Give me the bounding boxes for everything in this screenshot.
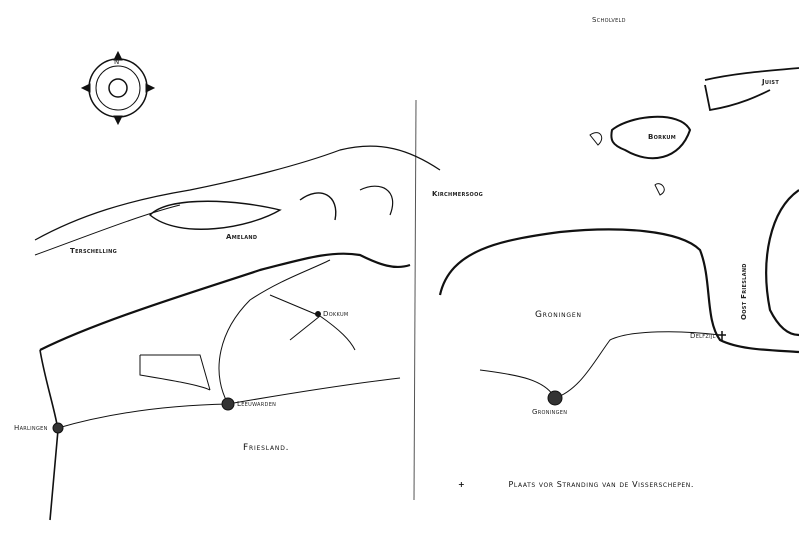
compass-north-label: N — [114, 58, 120, 66]
label-leeuwarden: Leeuwarden — [237, 400, 277, 408]
leeuwarden-marker — [221, 397, 235, 411]
label-terschelling: Terschelling — [70, 247, 118, 255]
label-oost-friesland: Oost Friesland — [740, 263, 748, 320]
page-fold — [413, 99, 417, 501]
label-ameland: Ameland — [226, 233, 258, 241]
juist-island — [704, 67, 799, 112]
legend-symbol: + — [458, 480, 466, 489]
dokkum-marker — [315, 311, 321, 317]
label-dokkum: Dokkum — [323, 310, 349, 318]
label-delfzijl: Delfzijl — [690, 332, 716, 340]
label-groningen-city: Groningen — [532, 408, 568, 416]
label-borkum: Borkum — [648, 133, 677, 141]
map-legend: + Plaats vor Stranding van de Vissersche… — [458, 480, 694, 489]
dollard-coast — [765, 189, 799, 337]
legend-text: Plaats vor Stranding van de Visserschepe… — [508, 480, 695, 489]
groningen-dike — [438, 228, 799, 354]
label-friesland-province: Friesland. — [243, 443, 290, 453]
label-scholveld: Scholveld — [592, 16, 626, 24]
road — [479, 331, 721, 399]
mainland-dike — [39, 252, 411, 351]
groningen-marker — [547, 390, 563, 406]
stranding-cross-icon — [718, 331, 726, 341]
compass-rose-icon — [80, 50, 156, 126]
label-juist: Juist — [762, 78, 780, 86]
ameland-island — [148, 200, 282, 230]
borkum-island — [610, 115, 692, 160]
label-groningen-province: Groningen — [535, 310, 582, 320]
harlingen-marker — [52, 422, 64, 434]
label-harlingen: Harlingen — [14, 424, 48, 432]
label-schiermonnikoog: Kirchmersoog — [432, 190, 484, 198]
terschelling-coast — [34, 145, 441, 241]
